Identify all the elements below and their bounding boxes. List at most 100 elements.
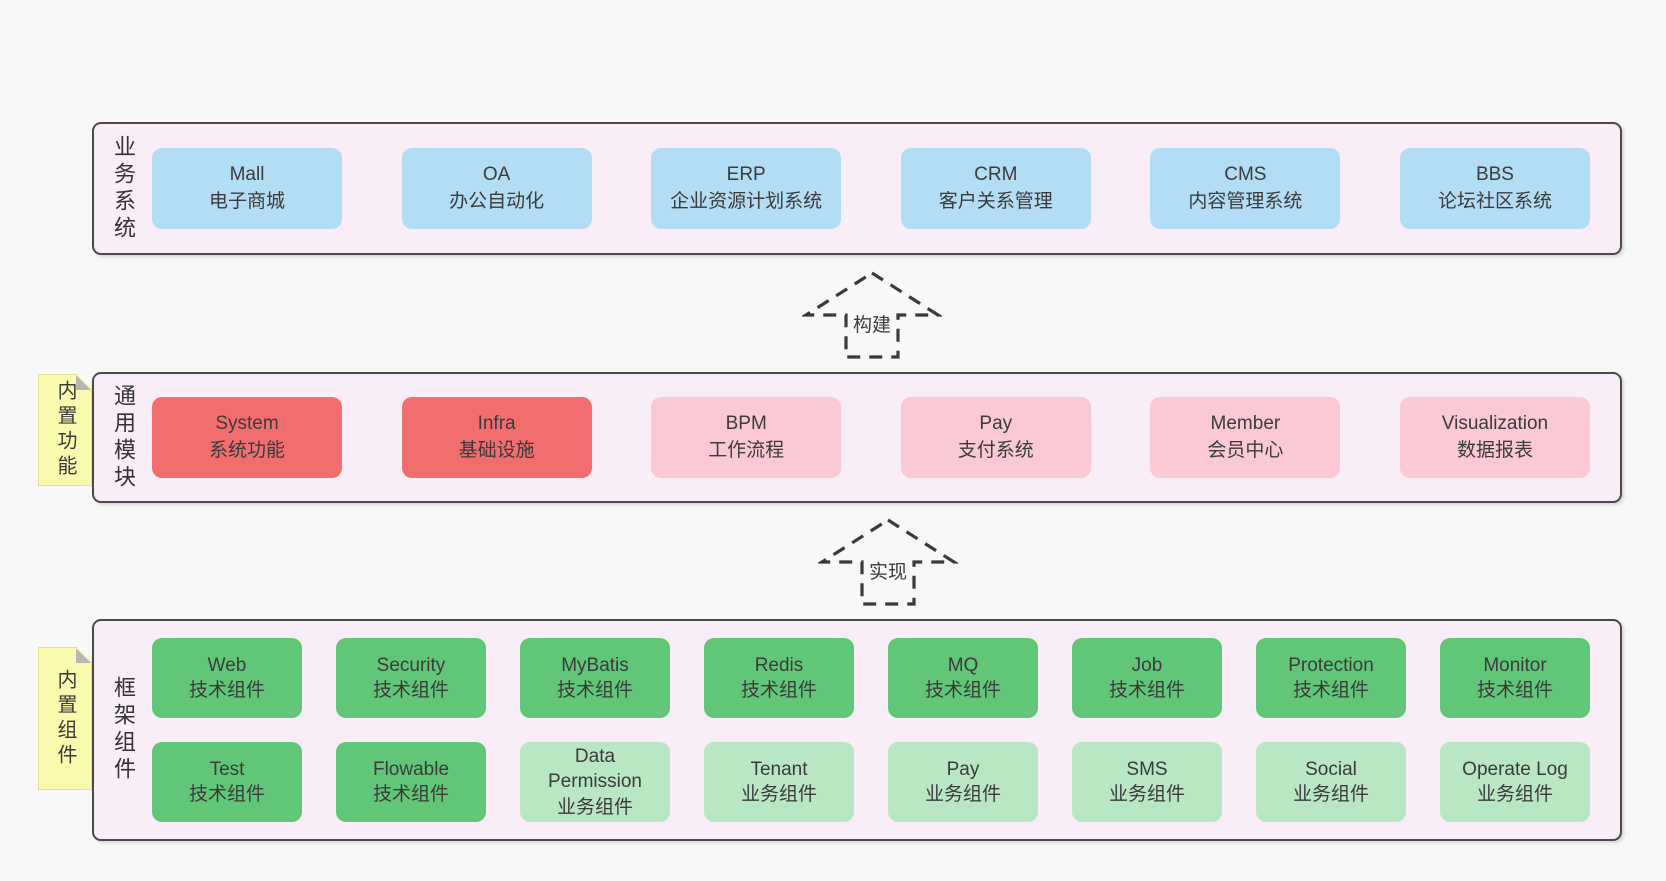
box-desc: 业务组件: [740, 784, 817, 805]
box-monitor: Monitor 技术组件: [1440, 638, 1590, 718]
panel-title-column: 通用模块: [94, 374, 152, 501]
box-desc: 技术组件: [372, 784, 449, 805]
box-security: Security 技术组件: [336, 638, 486, 718]
box-tenant: Tenant 业务组件: [704, 742, 854, 822]
box-desc: 支付系统: [957, 439, 1034, 461]
box-operate-log: Operate Log 业务组件: [1440, 742, 1590, 822]
box-desc: 业务组件: [1476, 784, 1553, 805]
box-name: Test: [209, 758, 245, 780]
panel-rows: System 系统功能 Infra 基础设施 BPM 工作流程 Pay 支付系统…: [152, 374, 1620, 501]
panel-rows: Mall 电子商城 OA 办公自动化 ERP 企业资源计划系统 CRM 客户关系…: [152, 124, 1620, 253]
box-web: Web 技术组件: [152, 638, 302, 718]
box-protection: Protection 技术组件: [1256, 638, 1406, 718]
box-desc: 基础设施: [458, 439, 535, 461]
box-desc: 业务组件: [556, 796, 633, 818]
box-sms: SMS 业务组件: [1072, 742, 1222, 822]
box-oa: OA 办公自动化: [401, 148, 592, 229]
box-pay: Pay 支付系统: [900, 397, 1091, 478]
box-mall: Mall 电子商城: [152, 148, 342, 229]
box-row: Test 技术组件 Flowable 技术组件 Data Permission …: [152, 742, 1590, 822]
box-row: Mall 电子商城 OA 办公自动化 ERP 企业资源计划系统 CRM 客户关系…: [152, 148, 1590, 229]
box-desc: 论坛社区系统: [1437, 190, 1552, 212]
box-member: Member 会员中心: [1150, 397, 1341, 478]
panel-rows: Web 技术组件 Security 技术组件 MyBatis 技术组件 Redi…: [152, 621, 1620, 839]
box-bpm: BPM 工作流程: [651, 397, 842, 478]
box-name: Social: [1305, 758, 1357, 780]
box-desc: 数据报表: [1456, 439, 1533, 461]
box-row: System 系统功能 Infra 基础设施 BPM 工作流程 Pay 支付系统…: [152, 397, 1590, 478]
box-desc: 技术组件: [924, 680, 1001, 701]
arrow-up-implement: 实现: [818, 517, 958, 607]
panel-business-systems: 业务系统 Mall 电子商城 OA 办公自动化 ERP 企业资源计划系统 CRM…: [92, 122, 1622, 255]
box-desc: 系统功能: [208, 439, 285, 461]
box-desc: 会员中心: [1207, 439, 1284, 461]
box-desc: 业务组件: [1108, 784, 1185, 805]
box-system: System 系统功能: [152, 397, 342, 478]
box-name: Visualization: [1441, 412, 1549, 434]
box-desc: 技术组件: [188, 784, 265, 805]
panel-framework-components: 框架组件 Web 技术组件 Security 技术组件 MyBatis 技术组件…: [92, 619, 1622, 841]
box-social: Social 业务组件: [1256, 742, 1406, 822]
panel-title: 通用模块: [111, 383, 136, 492]
panel-title-column: 业务系统: [94, 124, 152, 253]
box-name: Flowable: [372, 758, 450, 780]
box-desc: 工作流程: [708, 439, 785, 461]
box-name: Protection: [1288, 654, 1374, 676]
box-name: Data Permission: [548, 746, 642, 793]
box-name: CRM: [974, 163, 1018, 185]
tag-label: 内置功能: [54, 380, 76, 480]
box-desc: 技术组件: [188, 680, 265, 701]
box-row: Web 技术组件 Security 技术组件 MyBatis 技术组件 Redi…: [152, 638, 1590, 718]
box-pay-business: Pay 业务组件: [888, 742, 1038, 822]
box-desc: 业务组件: [924, 784, 1001, 805]
box-desc: 电子商城: [208, 190, 285, 212]
box-name: Operate Log: [1462, 758, 1568, 780]
box-visualization: Visualization 数据报表: [1399, 397, 1590, 478]
box-desc: 企业资源计划系统: [670, 190, 823, 212]
box-name: Monitor: [1483, 654, 1547, 676]
panel-title: 业务系统: [111, 134, 136, 243]
tag-label: 内置组件: [54, 668, 76, 769]
box-name: Mall: [229, 163, 265, 185]
box-name: Infra: [477, 412, 516, 434]
box-desc: 技术组件: [1108, 680, 1185, 701]
box-name: System: [215, 412, 279, 434]
up-arrow-icon: [818, 518, 958, 606]
box-desc: 技术组件: [1292, 680, 1369, 701]
box-name: Member: [1210, 412, 1281, 434]
panel-title-column: 框架组件: [94, 621, 152, 839]
panel-common-modules: 通用模块 System 系统功能 Infra 基础设施 BPM 工作流程 Pay…: [92, 372, 1622, 503]
box-cms: CMS 内容管理系统: [1150, 148, 1341, 229]
box-name: Tenant: [750, 758, 808, 780]
box-name: BBS: [1475, 163, 1514, 185]
arrow-implement-label: 实现: [865, 557, 911, 584]
tag-built-in-components: 内置组件: [38, 647, 92, 790]
box-mybatis: MyBatis 技术组件: [520, 638, 670, 718]
box-name: Security: [376, 654, 446, 676]
arrow-up-build: 构建: [802, 270, 942, 360]
box-name: ERP: [726, 163, 766, 185]
tag-built-in-functions: 内置功能: [38, 374, 92, 486]
box-name: Pay: [946, 758, 980, 780]
box-erp: ERP 企业资源计划系统: [651, 148, 842, 229]
box-name: MQ: [947, 654, 979, 676]
panel-title: 框架组件: [111, 676, 136, 784]
box-desc: 技术组件: [1476, 680, 1553, 701]
box-mq: MQ 技术组件: [888, 638, 1038, 718]
box-crm: CRM 客户关系管理: [900, 148, 1091, 229]
box-desc: 业务组件: [1292, 784, 1369, 805]
box-desc: 客户关系管理: [938, 190, 1053, 212]
box-redis: Redis 技术组件: [704, 638, 854, 718]
box-name: BPM: [725, 412, 767, 434]
box-name: CMS: [1224, 163, 1267, 185]
up-arrow-icon: [802, 271, 942, 359]
box-infra: Infra 基础设施: [401, 397, 592, 478]
box-name: MyBatis: [561, 654, 629, 676]
box-desc: 办公自动化: [449, 190, 545, 212]
box-test: Test 技术组件: [152, 742, 302, 822]
box-flowable: Flowable 技术组件: [336, 742, 486, 822]
box-bbs: BBS 论坛社区系统: [1399, 148, 1590, 229]
box-data-permission: Data Permission 业务组件: [520, 742, 670, 822]
box-name: Job: [1131, 654, 1163, 676]
